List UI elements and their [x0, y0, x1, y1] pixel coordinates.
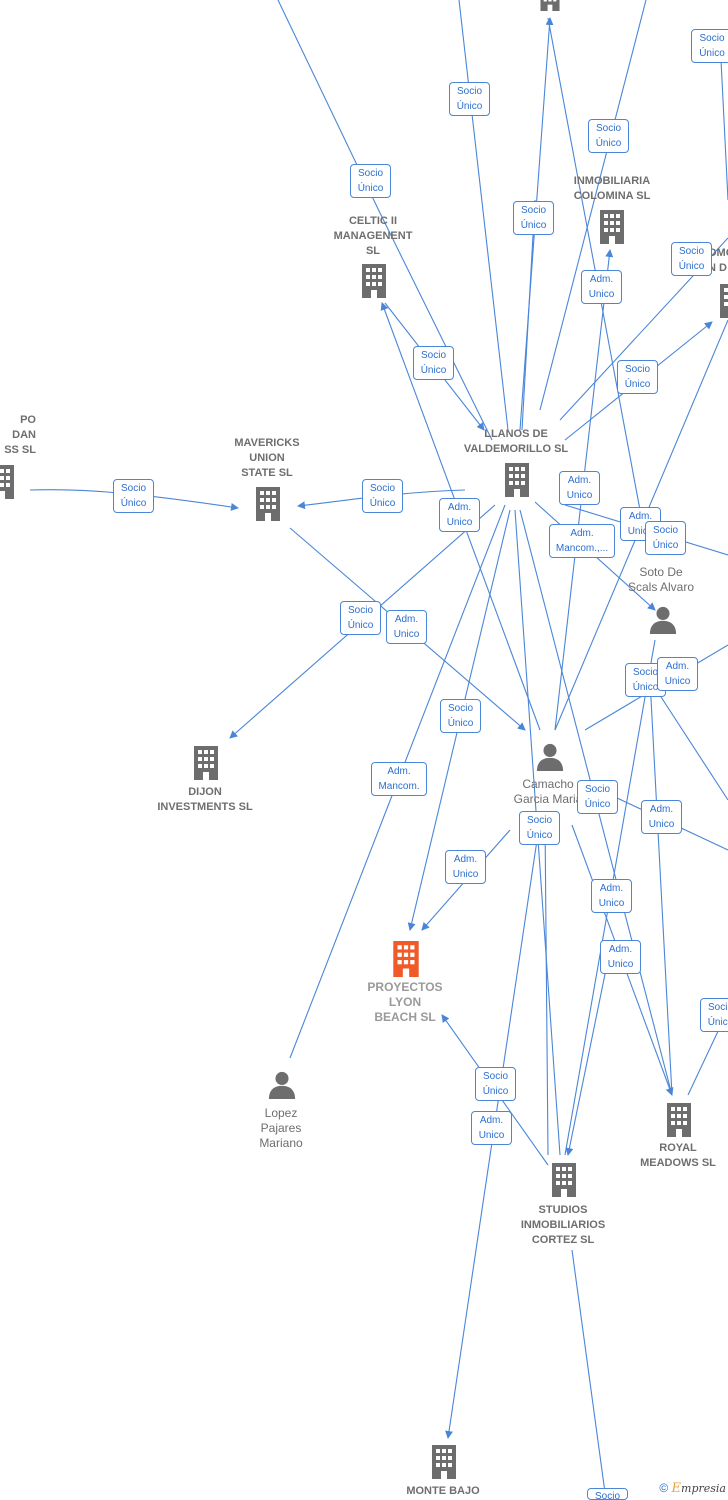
edge-label[interactable]: Adm.Unico	[581, 270, 622, 304]
building-icon	[667, 1103, 691, 1137]
building-icon	[0, 465, 14, 499]
node-label-camacho[interactable]: Camacho Garcia Maria	[513, 777, 583, 806]
node-label-studios[interactable]: STUDIOS INMOBILIARIOS CORTEZ SL	[520, 1204, 606, 1246]
building-icon	[552, 1163, 576, 1197]
building-icon	[505, 463, 529, 497]
edge-label[interactable]: Adm.Mancom.	[371, 762, 427, 796]
building-icon	[256, 487, 280, 521]
edge-label[interactable]: Adm.Unico	[471, 1111, 512, 1145]
edge	[379, 212, 493, 441]
node-label-proyectos[interactable]: PROYECTOS LYON BEACH SL	[367, 980, 443, 1024]
building-icon	[393, 941, 419, 977]
node-label-royal[interactable]: ROYAL MEADOWS SL	[640, 1142, 716, 1169]
edge	[544, 819, 549, 1156]
node-label-llanos[interactable]: LLANOS DE VALDEMORILLO SL	[463, 428, 569, 455]
building-icon	[540, 0, 560, 11]
edge-label[interactable]: Adm.Unico	[386, 610, 427, 644]
copyright-symbol: ©	[659, 1481, 669, 1495]
edge-label[interactable]: Adm.Unico	[559, 471, 600, 505]
node-label-soto[interactable]: Soto De Scals Alvaro	[627, 565, 695, 594]
edge	[649, 679, 673, 1096]
building-icon	[600, 210, 624, 244]
edge	[458, 0, 509, 431]
edge	[539, 0, 647, 411]
edge	[521, 199, 536, 431]
building-icon	[432, 1445, 456, 1479]
node-label-dijon[interactable]: DIJON INVESTMENTS SL	[157, 786, 253, 813]
footer-brand[interactable]: © Empresia	[659, 1481, 726, 1496]
person-icon	[268, 1071, 296, 1099]
node-label-mavericks[interactable]: MAVERICKS UNION STATE SL	[234, 437, 300, 479]
edge-label[interactable]: Socio	[587, 1488, 628, 1500]
edge-label[interactable]: Adm.Unico	[445, 850, 486, 884]
edge	[565, 939, 613, 1156]
node-label-inmobiliaria-colomina[interactable]: INMOBILIARIA COLOMINA SL	[573, 175, 651, 202]
node-label-celtic[interactable]: CELTIC II MANAGENENT SL	[333, 215, 413, 257]
edge	[547, 17, 641, 511]
brand-logo-text: mpresia	[681, 1482, 726, 1495]
node-label-omc[interactable]: OMC N D	[708, 247, 728, 274]
node-label-grupo[interactable]: PO DAN SS SL	[4, 414, 36, 456]
node-label-lopez[interactable]: Lopez Pajares Mariano	[259, 1106, 303, 1150]
edge	[571, 1249, 607, 1500]
edge-label[interactable]: Adm.Unico	[591, 879, 632, 913]
building-icon	[362, 264, 386, 298]
edge-label[interactable]: Adm.Mancom.,...	[549, 524, 615, 558]
edge	[649, 679, 728, 801]
person-icon	[536, 743, 564, 771]
building-icon	[720, 284, 728, 318]
node-label-monte-bajo[interactable]: MONTE BAJO	[406, 1485, 480, 1497]
brand-logo-initial: E	[671, 1481, 682, 1496]
building-icon	[194, 746, 218, 780]
edge	[719, 39, 728, 201]
edge-label[interactable]: Adm.Unico	[641, 800, 682, 834]
person-icon	[649, 606, 677, 634]
edge-label[interactable]: Adm.Unico	[600, 940, 641, 974]
edge-label[interactable]: Adm.Unico	[657, 657, 698, 691]
edge-label[interactable]: Adm.Unico	[439, 498, 480, 532]
